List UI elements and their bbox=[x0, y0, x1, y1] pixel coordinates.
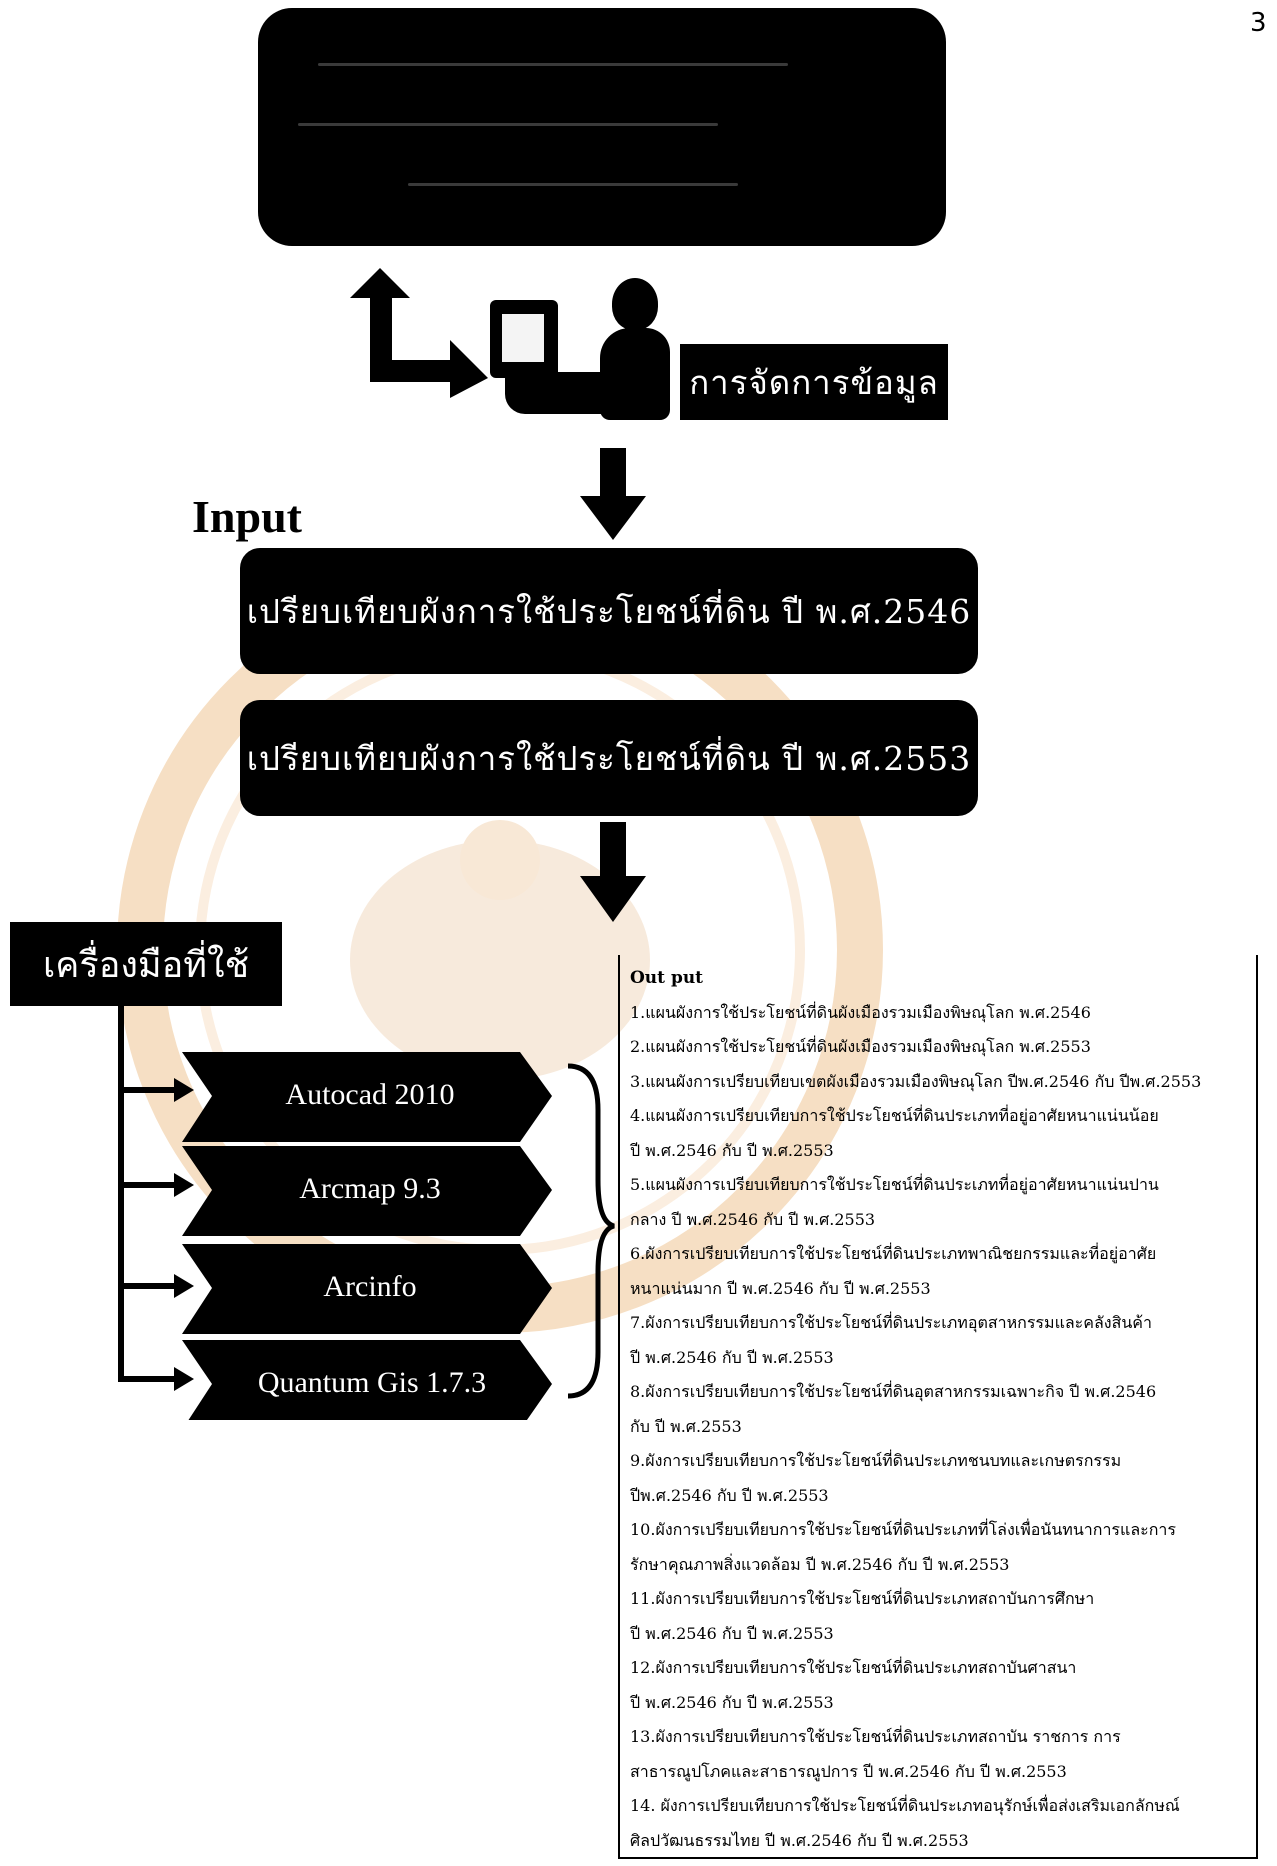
down-arrow-2 bbox=[580, 822, 646, 922]
page-number: 3 bbox=[1250, 8, 1267, 38]
output-item: 9.ผังการเปรียบเทียบการใช้ประโยชน์ที่ดินป… bbox=[630, 1451, 1122, 1505]
output-item: 11.ผังการเปรียบเทียบการใช้ประโยชน์ที่ดิน… bbox=[630, 1589, 1095, 1643]
person-body-icon bbox=[600, 328, 670, 420]
output-item: 7.ผังการเปรียบเทียบการใช้ประโยชน์ที่ดินป… bbox=[630, 1313, 1152, 1367]
output-item: 10.ผังการเปรียบเทียบการใช้ประโยชน์ที่ดิน… bbox=[630, 1520, 1176, 1574]
comparison-box-2553: เปรียบเทียบผังการใช้ประโยชน์ที่ดิน ปี พ.… bbox=[240, 700, 978, 816]
top-process-box bbox=[258, 8, 946, 246]
person-head-icon bbox=[612, 278, 658, 330]
output-item: 3.แผนผังการเปรียบเทียบเขตผังเมืองรวมเมือ… bbox=[630, 1071, 1202, 1091]
output-item: 5.แผนผังการเปรียบเทียบการใช้ประโยชน์ที่ด… bbox=[630, 1175, 1159, 1229]
output-item: 13.ผังการเปรียบเทียบการใช้ประโยชน์ที่ดิน… bbox=[630, 1727, 1121, 1781]
data-management-label: การจัดการข้อมูล bbox=[680, 344, 948, 420]
tool-item-arcmap: Arcmap 9.3 bbox=[299, 1172, 441, 1205]
output-item: 6.ผังการเปรียบเทียบการใช้ประโยชน์ที่ดินป… bbox=[630, 1244, 1157, 1298]
output-item: 8.ผังการเปรียบเทียบการใช้ประโยชน์ที่ดินอ… bbox=[630, 1382, 1157, 1436]
tool-item-arcinfo: Arcinfo bbox=[323, 1270, 417, 1303]
output-list: Out put 1.แผนผังการใช้ประโยชน์ที่ดินผังเ… bbox=[618, 955, 1258, 1859]
output-item: 14. ผังการเปรียบเทียบการใช้ประโยชน์ที่ดิ… bbox=[630, 1796, 1180, 1850]
output-item: 4.แผนผังการเปรียบเทียบการใช้ประโยชน์ที่ด… bbox=[630, 1106, 1159, 1160]
tools-label: เครื่องมือที่ใช้ bbox=[10, 922, 282, 1006]
feedback-arrow bbox=[350, 268, 488, 398]
tools-tree bbox=[118, 1006, 615, 1420]
output-item: 1.แผนผังการใช้ประโยชน์ที่ดินผังเมืองรวมเ… bbox=[630, 1002, 1091, 1022]
computer-monitor-icon bbox=[490, 300, 558, 378]
tool-item-autocad: Autocad 2010 bbox=[285, 1078, 455, 1111]
output-item: 12.ผังการเปรียบเทียบการใช้ประโยชน์ที่ดิน… bbox=[630, 1658, 1077, 1712]
output-item: 2.แผนผังการใช้ประโยชน์ที่ดินผังเมืองรวมเ… bbox=[630, 1037, 1091, 1056]
input-label: Input bbox=[192, 491, 302, 542]
comparison-box-2546: เปรียบเทียบผังการใช้ประโยชน์ที่ดิน ปี พ.… bbox=[240, 548, 978, 674]
tool-item-quantum-gis: Quantum Gis 1.7.3 bbox=[257, 1366, 487, 1399]
output-title: Out put bbox=[630, 968, 704, 988]
down-arrow-1 bbox=[580, 448, 646, 540]
